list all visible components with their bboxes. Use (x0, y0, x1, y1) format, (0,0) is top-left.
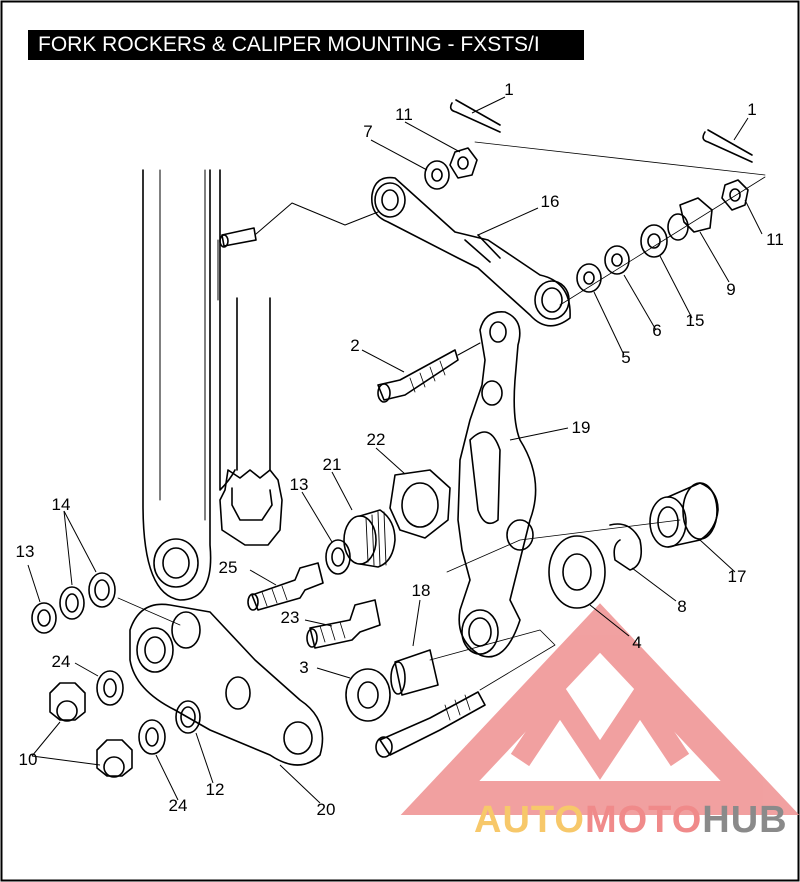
callout-3: 3 (299, 658, 309, 677)
callout-2: 2 (350, 336, 360, 355)
callout-13-mid: 13 (289, 475, 309, 494)
callout-19: 19 (571, 418, 591, 437)
callout-7: 7 (363, 122, 373, 141)
callout-11-right: 11 (766, 230, 784, 249)
watermark-moto: MOTO (584, 799, 703, 841)
callout-20: 20 (316, 800, 336, 819)
callout-8: 8 (677, 597, 687, 616)
callout-22: 22 (366, 430, 386, 449)
callout-14: 14 (51, 495, 71, 514)
callout-11-upper: 11 (395, 105, 413, 124)
watermark-auto: AUTO (474, 799, 585, 841)
callout-5: 5 (621, 348, 631, 367)
callout-13-left: 13 (15, 542, 35, 561)
fork-slider (142, 169, 212, 601)
watermark-logo (400, 603, 800, 815)
callout-6: 6 (652, 321, 662, 340)
upper-link (371, 176, 571, 327)
callout-12: 12 (205, 780, 225, 799)
callout-4: 4 (632, 633, 642, 652)
callout-18: 18 (411, 581, 431, 600)
lower-rocker (129, 603, 324, 766)
callout-24-bottom: 24 (168, 796, 188, 815)
callout-25: 25 (218, 558, 238, 577)
callout-21: 21 (322, 455, 342, 474)
watermark-brand: AUTOMOTOHUB (474, 798, 788, 842)
callout-9: 9 (726, 280, 736, 299)
callout-24-left: 24 (51, 652, 71, 671)
caliper-bracket (457, 311, 537, 658)
callout-10: 10 (18, 750, 38, 769)
callout-1-upper-right: 1 (747, 100, 757, 119)
watermark-hub: HUB (702, 799, 788, 841)
callout-1-upper-left: 1 (504, 80, 514, 99)
callout-15: 15 (685, 311, 705, 330)
callout-23: 23 (280, 608, 300, 627)
callout-17: 17 (727, 567, 747, 586)
callout-16: 16 (540, 192, 560, 211)
page-title: FORK ROCKERS & CALIPER MOUNTING - FXSTS/… (28, 30, 584, 60)
